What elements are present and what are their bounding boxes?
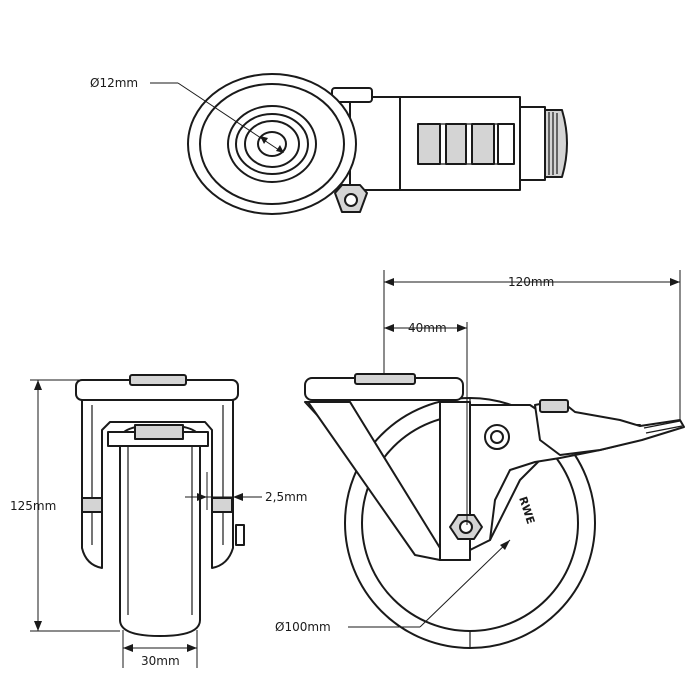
total-width-label: 120mm (508, 275, 554, 289)
front-fork (81, 397, 234, 569)
front-wheel (119, 424, 201, 637)
side-view: RWE 120mm 40mm Ø100mm (275, 270, 685, 649)
top-view: Ø12mm (90, 73, 568, 215)
height-label: 125mm (10, 499, 56, 513)
offset-label: 40mm (408, 321, 447, 335)
wheel-width-label: 30mm (141, 654, 180, 668)
side-brake-pedal (534, 399, 685, 456)
top-pedal-base (519, 106, 546, 181)
top-slot-2 (445, 123, 467, 165)
wheel-diameter-label: Ø100mm (275, 620, 331, 634)
front-view: 125mm 2,5mm 30mm (10, 374, 307, 668)
gap-label: 2,5mm (265, 490, 307, 504)
top-slot-3 (471, 123, 495, 165)
top-pedal-grip (544, 109, 568, 178)
axle-diameter-label: Ø12mm (90, 76, 138, 90)
side-pivot (484, 424, 510, 450)
top-slot-1 (417, 123, 441, 165)
